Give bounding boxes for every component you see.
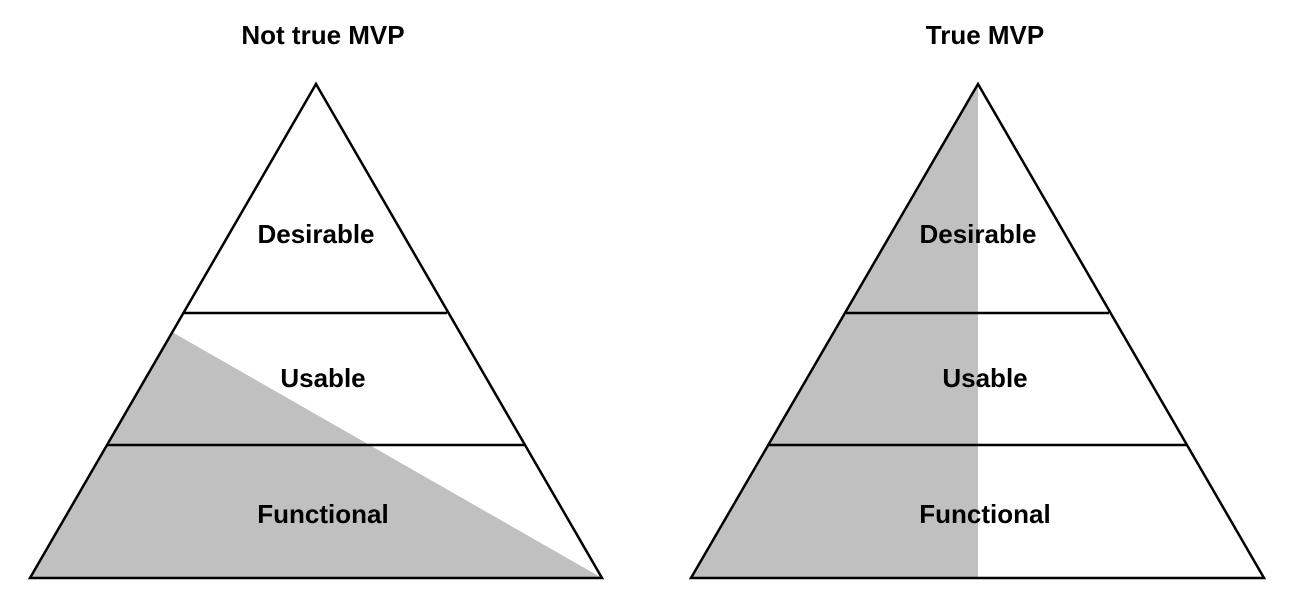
right-layer-usable: Usable xyxy=(942,363,1027,393)
left-layer-functional: Functional xyxy=(257,499,388,529)
left-layer-usable: Usable xyxy=(280,363,365,393)
right-layer-desirable: Desirable xyxy=(919,219,1036,249)
right-pyramid: True MVP Desirable Usable Functional xyxy=(688,20,1267,580)
left-shaded-region xyxy=(30,332,602,578)
left-pyramid: Not true MVP Desirable Usable Functional xyxy=(27,20,605,580)
left-layer-desirable: Desirable xyxy=(257,219,374,249)
right-layer-functional: Functional xyxy=(919,499,1050,529)
right-pyramid-outline xyxy=(688,81,1267,580)
left-pyramid-outline xyxy=(27,81,605,580)
left-pyramid-title: Not true MVP xyxy=(241,20,404,50)
right-pyramid-title: True MVP xyxy=(926,20,1044,50)
